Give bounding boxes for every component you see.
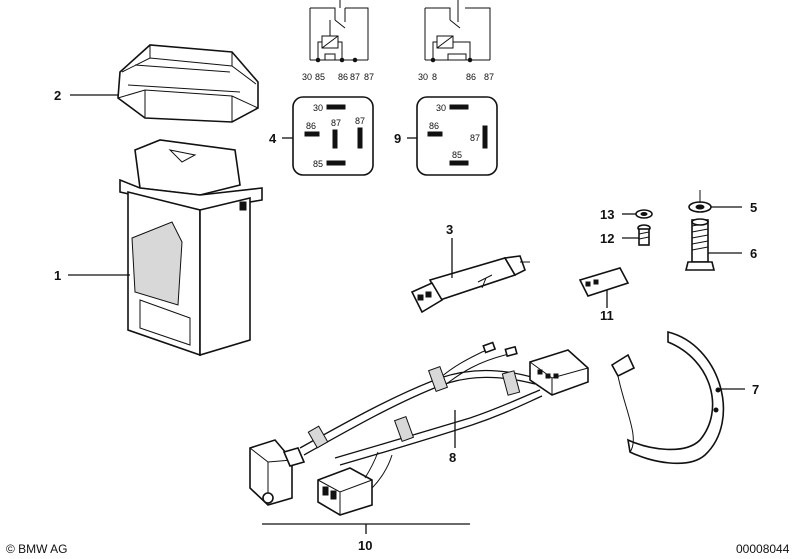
- relay-b-pin-30: 30: [436, 103, 446, 113]
- relay-a-pin-86: 86: [306, 121, 316, 131]
- relay-b-schem-pin-4: 87: [484, 72, 494, 82]
- relay-a-schem-pin-2: 85: [315, 72, 325, 82]
- callout-8: 8: [449, 450, 456, 465]
- callout-13: 13: [600, 207, 614, 222]
- part-rocker-switch[interactable]: [119, 139, 263, 357]
- callout-1: 1: [54, 268, 61, 283]
- relay-a-pin-30: 30: [313, 103, 323, 113]
- relay-a-pin-87a: 87: [331, 118, 341, 128]
- callout-11: 11: [600, 308, 614, 323]
- callout-2: 2: [54, 88, 61, 103]
- relay-b-schem-pin-1: 30: [418, 72, 428, 82]
- part-wiring-harness[interactable]: [249, 341, 589, 516]
- part-nut[interactable]: [688, 190, 712, 213]
- relay-a-schem-pin-1: 30: [302, 72, 312, 82]
- part-mounting-strap[interactable]: [610, 330, 725, 465]
- callout-9: 9: [394, 131, 401, 146]
- diagram-id: 00008044: [736, 542, 790, 556]
- relay-b-schematic: 30 8 86 87: [418, 0, 494, 82]
- part-cover-cap[interactable]: [117, 44, 259, 123]
- callout-12: 12: [600, 231, 614, 246]
- relay-a-schem-pin-3: 86: [338, 72, 348, 82]
- relay-b-schem-pin-3: 86: [466, 72, 476, 82]
- part-relay-a[interactable]: 30 86 87 87 85: [292, 96, 374, 176]
- relay-a-pin-87b: 87: [355, 116, 365, 126]
- callout-4: 4: [269, 131, 277, 146]
- part-bolt-sleeve[interactable]: [684, 218, 716, 271]
- part-flat-connector[interactable]: [578, 267, 630, 297]
- callout-3: 3: [446, 222, 453, 237]
- part-fuse-holder[interactable]: [410, 255, 530, 314]
- relay-a-pin-85: 85: [313, 159, 323, 169]
- relay-a-schem-pin-5: 87: [364, 72, 374, 82]
- callout-5: 5: [750, 200, 757, 215]
- callout-10: 10: [358, 538, 372, 553]
- copyright-text: © BMW AG: [6, 542, 68, 556]
- relay-b-pin-85: 85: [452, 150, 462, 160]
- part-screw[interactable]: [637, 224, 651, 246]
- part-relay-b[interactable]: 30 86 87 85: [416, 96, 498, 176]
- relay-b-pin-87: 87: [470, 133, 480, 143]
- callout-6: 6: [750, 246, 757, 261]
- relay-a-schematic: 30 85 86 87 87: [302, 0, 374, 82]
- part-washer[interactable]: [635, 209, 653, 219]
- callout-7: 7: [752, 382, 759, 397]
- relay-b-schem-pin-2: 8: [432, 72, 437, 82]
- relay-a-schem-pin-4: 87: [350, 72, 360, 82]
- relay-b-pin-86: 86: [429, 121, 439, 131]
